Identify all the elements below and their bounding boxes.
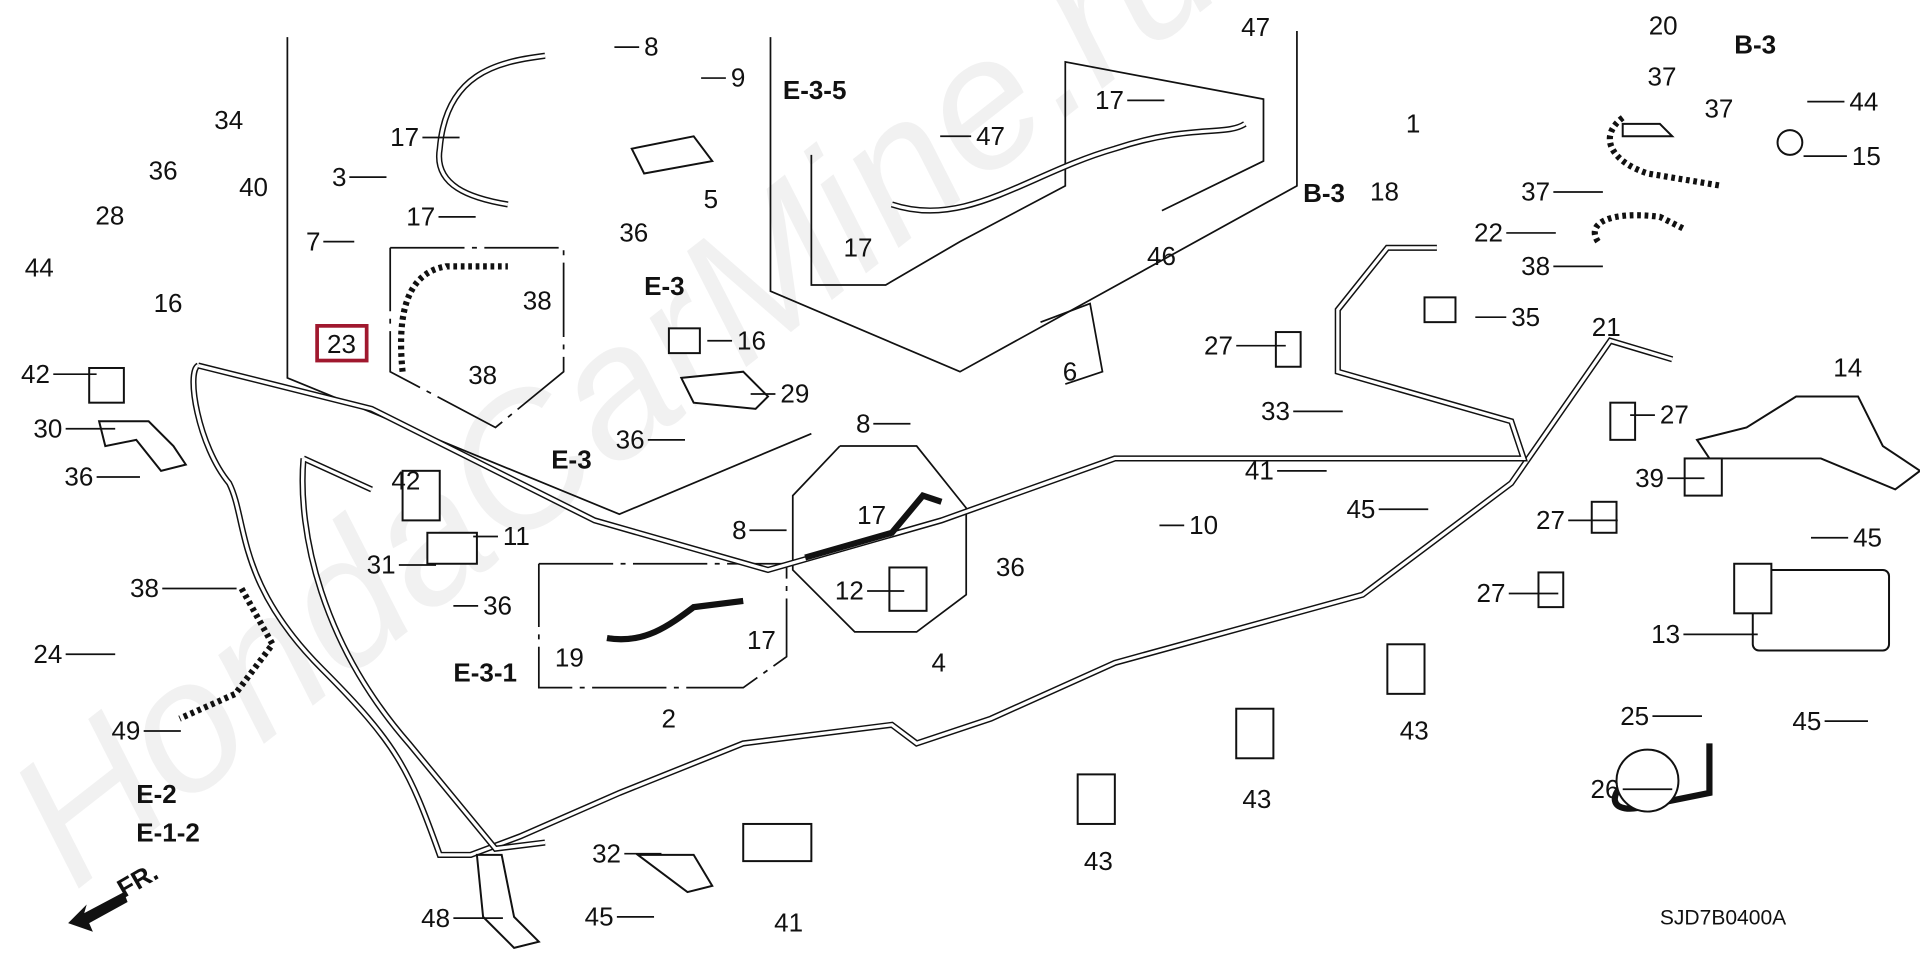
- ref-e-3-5[interactable]: E-3-5: [783, 75, 847, 105]
- callout-28[interactable]: 28: [95, 200, 124, 230]
- callout-15[interactable]: 15: [1852, 141, 1881, 171]
- callout-20[interactable]: 20: [1649, 11, 1678, 41]
- callout-49[interactable]: 49: [111, 716, 140, 746]
- callout-17[interactable]: 17: [390, 122, 419, 152]
- callout-36[interactable]: 36: [149, 156, 178, 186]
- callout-45[interactable]: 45: [1792, 706, 1821, 736]
- callout-38[interactable]: 38: [523, 286, 552, 316]
- callout-5[interactable]: 5: [704, 184, 718, 214]
- callout-29[interactable]: 29: [780, 379, 809, 409]
- callout-45[interactable]: 45: [1346, 494, 1375, 524]
- callout-39[interactable]: 39: [1635, 463, 1664, 493]
- ref-e-1-2[interactable]: E-1-2: [136, 817, 200, 847]
- callout-27[interactable]: 27: [1204, 330, 1233, 360]
- callout-37[interactable]: 37: [1521, 177, 1550, 207]
- ref-e-3-lower[interactable]: E-3: [551, 444, 591, 474]
- callout-27[interactable]: 27: [1477, 578, 1506, 608]
- diagram-code: SJD7B0400A: [1660, 906, 1786, 929]
- callout-21[interactable]: 21: [1592, 312, 1621, 342]
- callout-36[interactable]: 36: [619, 218, 648, 248]
- ref-e-3-1[interactable]: E-3-1: [453, 657, 517, 687]
- ref-e-2[interactable]: E-2: [136, 779, 176, 809]
- callout-38[interactable]: 38: [1521, 251, 1550, 281]
- callout-43[interactable]: 43: [1400, 716, 1429, 746]
- callout-27[interactable]: 27: [1536, 505, 1565, 535]
- part-shapes: [88, 122, 1920, 949]
- callout-19[interactable]: 19: [555, 643, 584, 673]
- callout-47[interactable]: 47: [1241, 12, 1270, 42]
- callout-24[interactable]: 24: [33, 639, 62, 669]
- callout-14[interactable]: 14: [1833, 353, 1862, 383]
- callout-37[interactable]: 37: [1647, 61, 1676, 91]
- callout-17[interactable]: 17: [747, 625, 776, 655]
- callout-47[interactable]: 47: [976, 121, 1005, 151]
- callout-40[interactable]: 40: [239, 172, 268, 202]
- callout-labels: 8917317753638233816293634364028441642303…: [21, 11, 1882, 938]
- leader-lines: [53, 46, 1868, 919]
- callout-35[interactable]: 35: [1511, 302, 1540, 332]
- callout-46[interactable]: 46: [1147, 241, 1176, 271]
- callout-11[interactable]: 11: [503, 521, 530, 551]
- callout-10[interactable]: 10: [1189, 510, 1218, 540]
- callout-45[interactable]: 45: [1853, 522, 1882, 552]
- callout-7[interactable]: 7: [306, 226, 320, 256]
- callout-2[interactable]: 2: [661, 703, 675, 733]
- callout-22[interactable]: 22: [1474, 218, 1503, 248]
- watermark: HondaCarMine.ru: [0, 0, 1254, 924]
- ref-b-3-right[interactable]: B-3: [1734, 29, 1776, 59]
- callout-44[interactable]: 44: [25, 252, 54, 282]
- callout-42[interactable]: 42: [21, 359, 50, 389]
- callout-38[interactable]: 38: [468, 360, 497, 390]
- callout-37[interactable]: 37: [1704, 94, 1733, 124]
- callout-3[interactable]: 3: [332, 162, 346, 192]
- callout-13[interactable]: 13: [1651, 619, 1680, 649]
- ref-e-3-upper[interactable]: E-3: [644, 271, 684, 301]
- callout-43[interactable]: 43: [1242, 784, 1271, 814]
- callout-45[interactable]: 45: [585, 902, 614, 932]
- callout-6[interactable]: 6: [1063, 356, 1077, 386]
- callout-18[interactable]: 18: [1370, 177, 1399, 207]
- callout-8[interactable]: 8: [644, 32, 658, 62]
- callout-1[interactable]: 1: [1406, 109, 1420, 139]
- callout-17[interactable]: 17: [857, 500, 886, 530]
- callout-9[interactable]: 9: [731, 63, 745, 93]
- callout-17[interactable]: 17: [1095, 85, 1124, 115]
- callout-33[interactable]: 33: [1261, 396, 1290, 426]
- callout-36[interactable]: 36: [64, 462, 93, 492]
- callout-36[interactable]: 36: [616, 425, 645, 455]
- callout-36[interactable]: 36: [996, 552, 1025, 582]
- callout-4[interactable]: 4: [932, 648, 946, 678]
- callout-17[interactable]: 17: [406, 201, 435, 231]
- callout-8[interactable]: 8: [856, 408, 870, 438]
- callout-32[interactable]: 32: [592, 838, 621, 868]
- callout-41[interactable]: 41: [774, 908, 803, 938]
- callout-43[interactable]: 43: [1084, 846, 1113, 876]
- callout-17[interactable]: 17: [844, 232, 873, 262]
- callout-23[interactable]: 23: [327, 329, 356, 359]
- callout-26[interactable]: 26: [1591, 774, 1620, 804]
- callout-41[interactable]: 41: [1245, 455, 1274, 485]
- callout-25[interactable]: 25: [1620, 701, 1649, 731]
- callout-34[interactable]: 34: [214, 105, 243, 135]
- callout-48[interactable]: 48: [421, 903, 450, 933]
- callout-16[interactable]: 16: [737, 325, 766, 355]
- pipe-lines: [178, 52, 1723, 859]
- callout-38[interactable]: 38: [130, 573, 159, 603]
- highlight-box-23: [315, 324, 369, 363]
- callout-42[interactable]: 42: [391, 465, 420, 495]
- callout-8[interactable]: 8: [732, 515, 746, 545]
- reference-labels: E-3 E-3 E-3-5 B-3 B-3 E-3-1 E-2 E-1-2: [136, 29, 1776, 847]
- ref-b-3-left[interactable]: B-3: [1303, 178, 1345, 208]
- callout-44[interactable]: 44: [1849, 86, 1878, 116]
- callout-31[interactable]: 31: [367, 550, 396, 580]
- callout-30[interactable]: 30: [33, 413, 62, 443]
- callout-12[interactable]: 12: [835, 576, 864, 606]
- callout-27[interactable]: 27: [1660, 400, 1689, 430]
- callout-16[interactable]: 16: [154, 288, 183, 318]
- callout-36[interactable]: 36: [483, 591, 512, 621]
